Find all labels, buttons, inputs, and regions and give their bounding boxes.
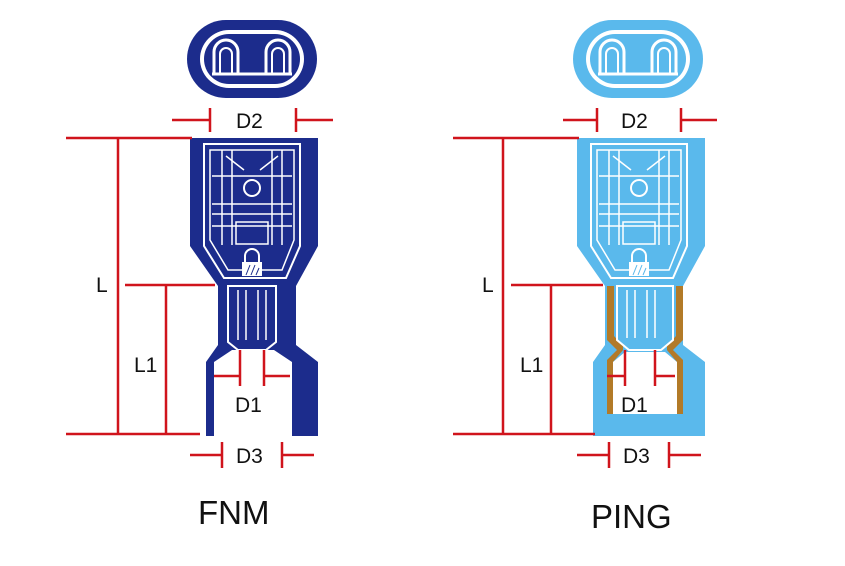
fnm-diagram: D2 L L1 D1 D3 FNM bbox=[66, 20, 333, 531]
ping-diagram: D2 L L1 D1 D3 PING bbox=[453, 20, 717, 535]
label-l: L bbox=[96, 274, 108, 297]
end-view-oval bbox=[573, 20, 703, 98]
sleeve-end bbox=[607, 414, 683, 436]
label-d2: D2 bbox=[236, 110, 263, 133]
label-d1: D1 bbox=[621, 394, 648, 417]
lock-icon bbox=[242, 248, 262, 276]
dimension-lines bbox=[66, 108, 333, 468]
wire-entry-opening bbox=[613, 352, 677, 414]
end-view-oval bbox=[187, 20, 317, 98]
receptacle-detail bbox=[590, 143, 688, 279]
crimp-barrel-detail bbox=[616, 285, 674, 351]
label-d3: D3 bbox=[623, 445, 650, 468]
label-l1: L1 bbox=[134, 354, 157, 377]
caption-fnm: FNM bbox=[198, 494, 269, 531]
label-l: L bbox=[482, 274, 494, 297]
label-d1: D1 bbox=[235, 394, 262, 417]
caption-ping: PING bbox=[591, 498, 672, 535]
label-d2: D2 bbox=[621, 110, 648, 133]
terminal-figure-fnm: D2 L L1 D1 D3 FNM bbox=[0, 0, 422, 566]
terminal-figure-ping: D2 L L1 D1 D3 PING bbox=[385, 0, 807, 566]
brass-sleeve bbox=[607, 286, 683, 414]
receptacle-detail bbox=[203, 143, 301, 279]
label-l1: L1 bbox=[520, 354, 543, 377]
wire-entry-opening bbox=[214, 350, 292, 436]
dimension-lines bbox=[453, 108, 717, 468]
lock-icon bbox=[629, 248, 649, 276]
label-d3: D3 bbox=[236, 445, 263, 468]
